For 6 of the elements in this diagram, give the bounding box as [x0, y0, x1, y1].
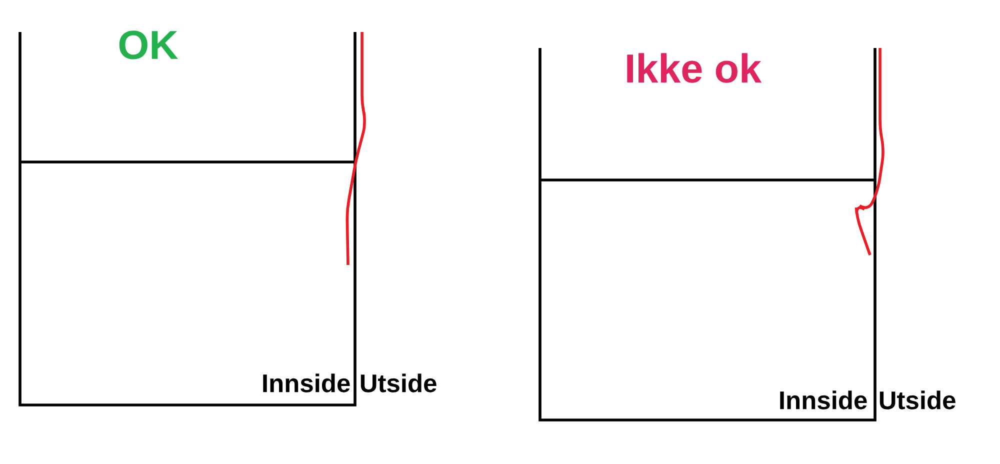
side-label: Innside: [780, 390, 867, 410]
side-label: Utside: [360, 374, 436, 392]
side-label: Utside: [880, 390, 956, 410]
status-title: Ikke ok: [627, 53, 762, 83]
side-label: Innside: [263, 374, 350, 392]
status-title: OK: [119, 30, 178, 60]
